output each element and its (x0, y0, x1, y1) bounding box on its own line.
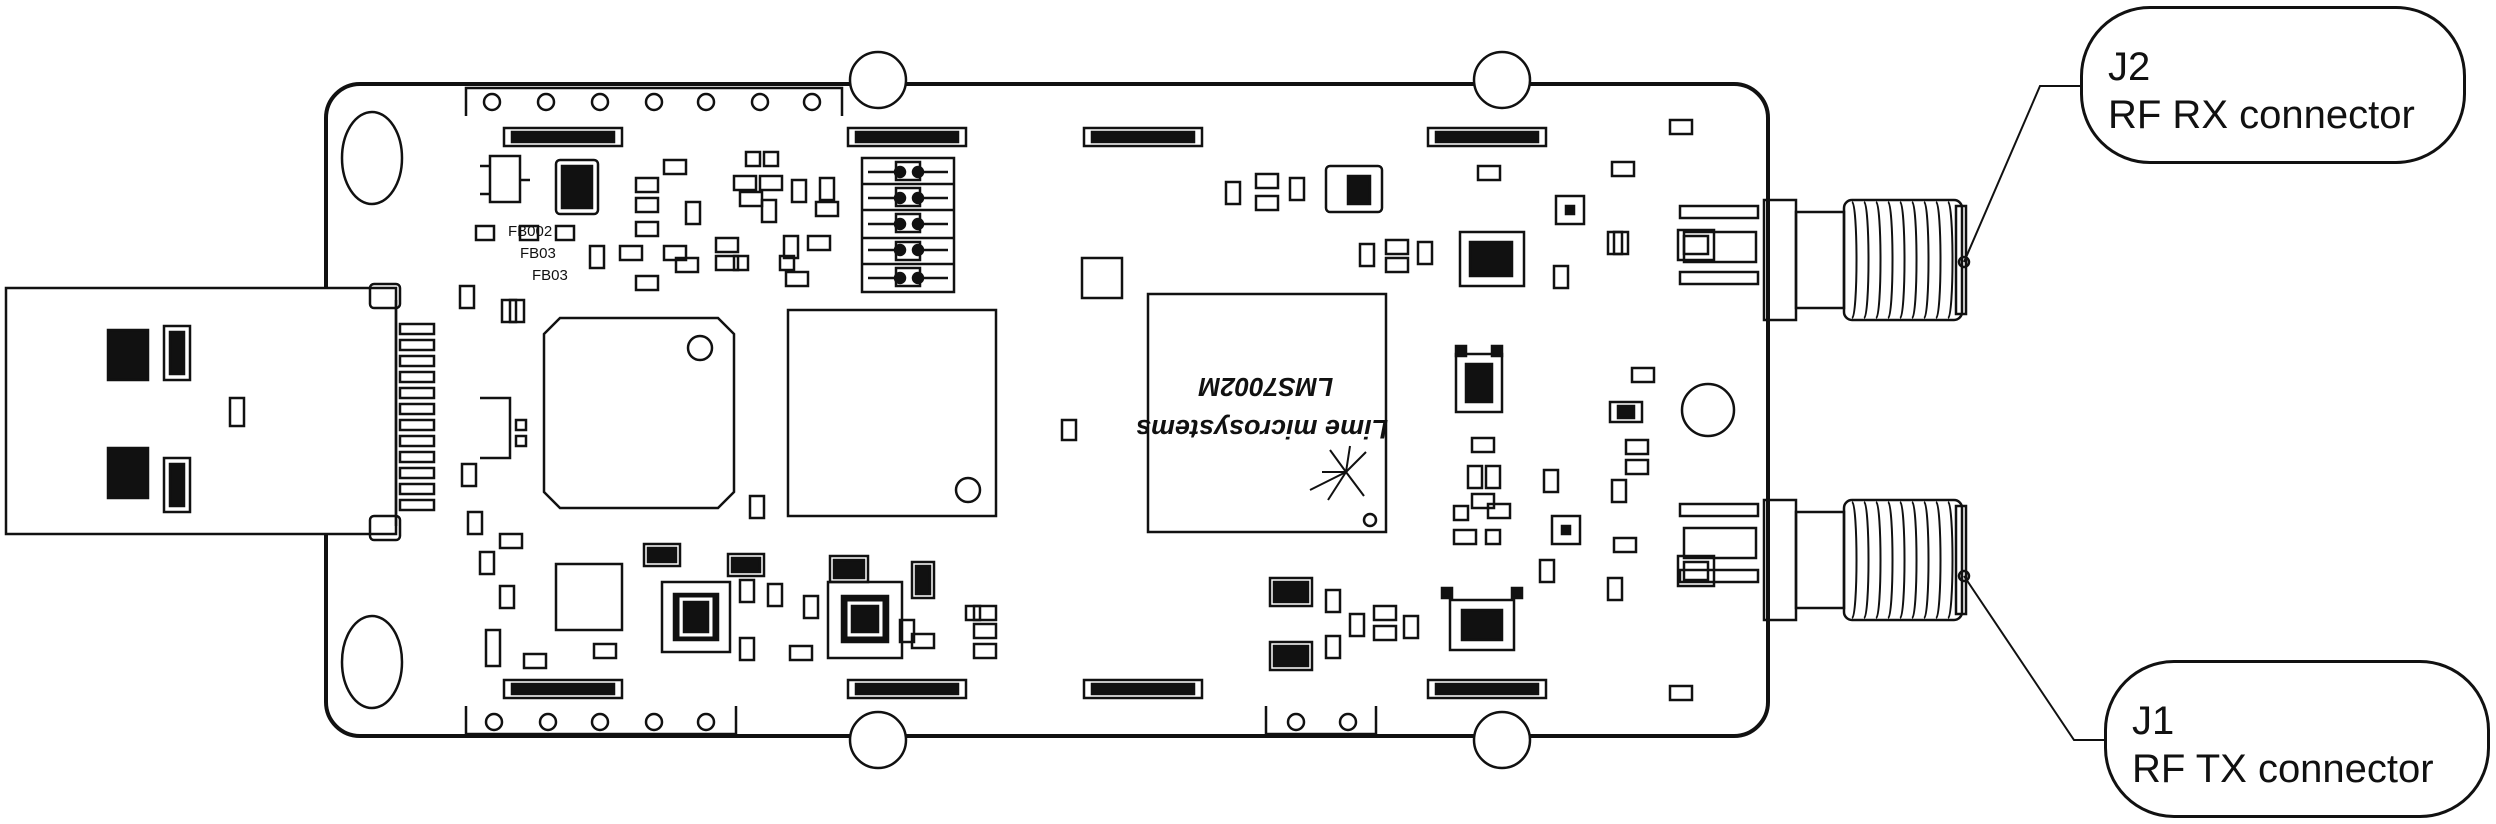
callout-j1-ref: J1 (2132, 699, 2175, 743)
top-left-components (474, 150, 840, 324)
rf-rx-connector (1676, 198, 1971, 322)
callout-j2-ref: J2 (2108, 45, 2151, 89)
silk-label-3: FB03 (532, 267, 568, 284)
lms7002m-chip: LMS7002M Lime microsystems (1136, 292, 1388, 534)
callout-j1-description: RF TX connector (2132, 747, 2434, 791)
usb-connector (4, 282, 436, 542)
callout-j2: J2 RF RX connector (2080, 6, 2466, 164)
callout-leaders (1963, 85, 2104, 741)
silk-label-2: FB03 (520, 245, 556, 262)
rf-tx-connector (1676, 498, 1971, 622)
fpga-chip (480, 316, 736, 510)
chip-brand: Lime microsystems (1136, 414, 1388, 444)
callout-j1: J1 RF TX connector (2104, 660, 2490, 818)
middle-components (1060, 160, 1656, 672)
bottom-header (464, 706, 1378, 736)
pin-header-block (860, 156, 956, 294)
mounting-holes (340, 50, 1736, 770)
board-outline (324, 82, 1770, 738)
leader-j1 (1963, 575, 2104, 741)
memory-chip (786, 308, 998, 518)
silkscreen-labels: FB002 FB03 FB03 (508, 223, 568, 284)
crystal (1080, 256, 1124, 300)
bottom-left-components (458, 284, 998, 670)
chip-part-number: LMS7002M (1197, 372, 1333, 402)
edge-pads (502, 118, 1694, 702)
top-header (464, 86, 844, 116)
silk-label-1: FB002 (508, 223, 552, 240)
callout-j2-description: RF RX connector (2108, 93, 2415, 137)
leader-j2 (1963, 85, 2080, 263)
